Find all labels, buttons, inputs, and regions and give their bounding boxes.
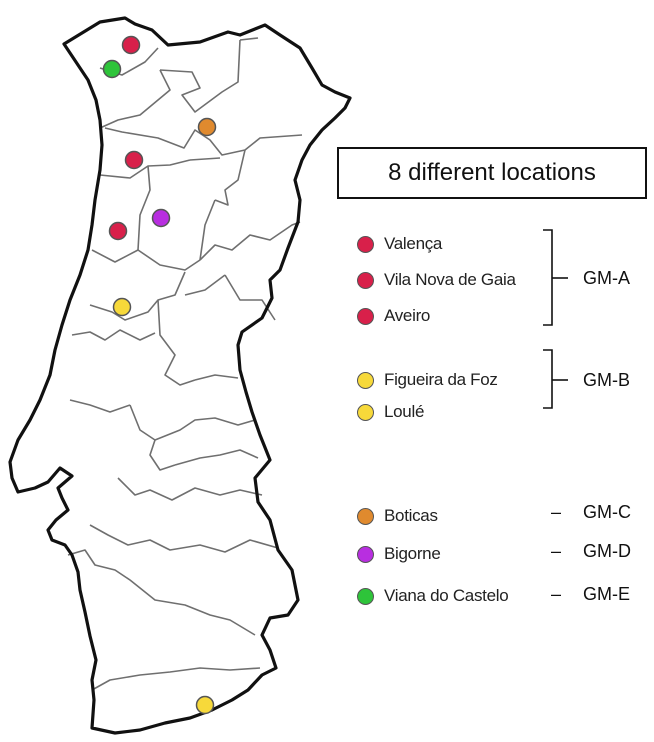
legend-item: Viana do Castelo xyxy=(357,586,509,606)
group-label-gm-e: GM-E xyxy=(583,584,630,604)
legend-marker-icon xyxy=(357,587,374,605)
location-markers xyxy=(102,35,217,715)
legend-marker-icon xyxy=(357,271,374,289)
dash-separator: – xyxy=(551,541,562,561)
legend-label: Valença xyxy=(384,234,443,253)
legend-marker-icon xyxy=(357,307,374,325)
group-label-gm-d: GM-D xyxy=(583,541,631,561)
legend-label: Bigorne xyxy=(384,544,441,563)
group-label-gm-a: GM-A xyxy=(583,268,630,288)
country-outline xyxy=(8,16,352,735)
legend-marker-icon xyxy=(357,545,374,563)
bracket-gm-a xyxy=(543,229,553,326)
district-borders xyxy=(67,37,303,691)
legend-item: Aveiro xyxy=(357,306,430,326)
map-marker-icon xyxy=(151,208,171,228)
legend-marker-icon xyxy=(357,403,374,421)
map-marker-icon xyxy=(121,35,141,55)
title-box: 8 different locations xyxy=(337,147,647,199)
legend-label: Vila Nova de Gaia xyxy=(384,270,516,289)
legend-label: Loulé xyxy=(384,402,425,421)
legend-marker-icon xyxy=(357,235,374,253)
bracket-gm-b xyxy=(543,349,553,409)
legend-label: Viana do Castelo xyxy=(384,586,509,605)
map-marker-icon xyxy=(112,297,132,317)
group-label-gm-c: GM-C xyxy=(583,502,631,522)
group-label-gm-b: GM-B xyxy=(583,370,630,390)
legend-label: Boticas xyxy=(384,506,438,525)
map-marker-icon xyxy=(124,150,144,170)
legend-marker-icon xyxy=(357,507,374,525)
map-marker-icon xyxy=(197,117,217,137)
legend-item: Bigorne xyxy=(357,544,441,564)
map-marker-icon xyxy=(108,221,128,241)
legend-label: Figueira da Foz xyxy=(384,370,498,389)
map-marker-icon xyxy=(195,695,215,715)
legend-item: Figueira da Foz xyxy=(357,370,498,390)
dash-separator: – xyxy=(551,584,562,604)
legend-label: Aveiro xyxy=(384,306,431,325)
legend-item: Loulé xyxy=(357,402,424,422)
legend-marker-icon xyxy=(357,371,374,389)
map-marker-icon xyxy=(102,59,122,79)
legend-item: Vila Nova de Gaia xyxy=(357,270,516,290)
dash-separator: – xyxy=(551,502,562,522)
legend-item: Valença xyxy=(357,234,442,254)
group-brackets xyxy=(543,229,568,409)
legend-item: Boticas xyxy=(357,506,438,526)
